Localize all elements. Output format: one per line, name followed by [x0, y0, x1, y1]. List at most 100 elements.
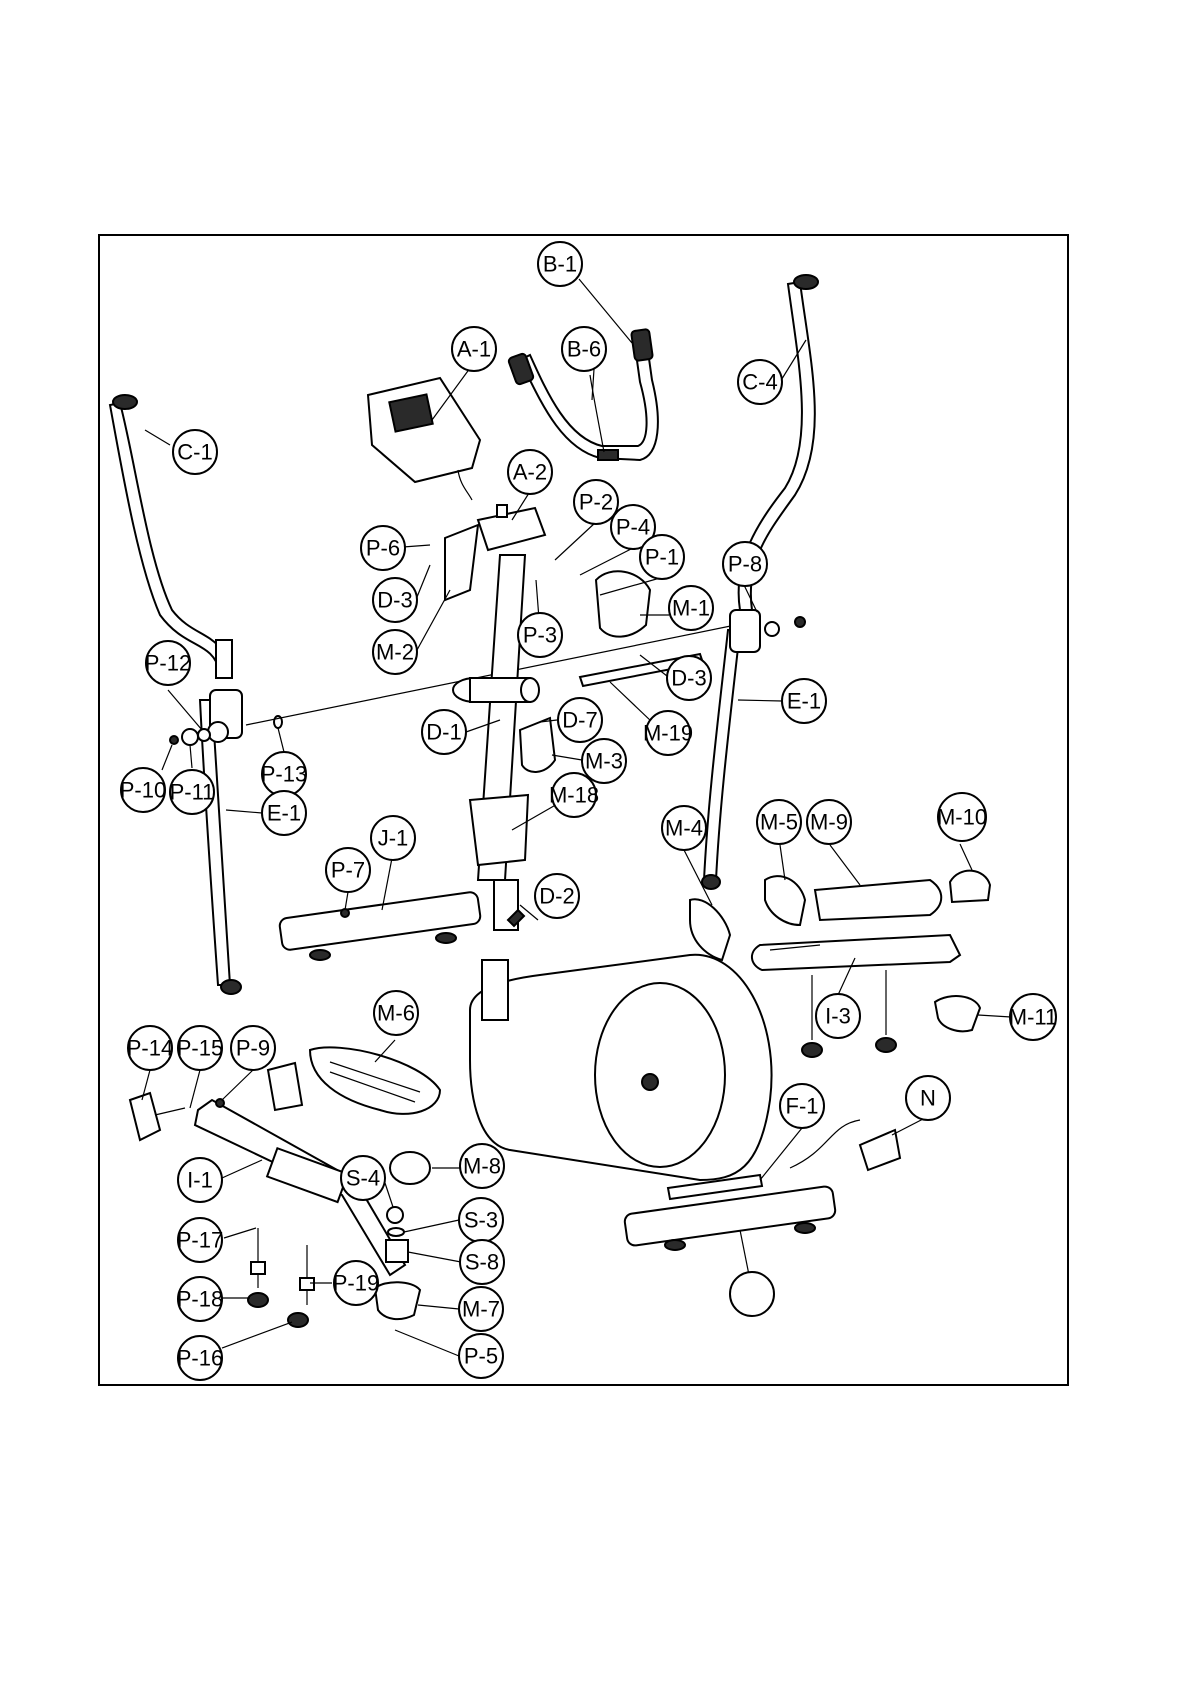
right-bolt [795, 617, 805, 627]
callout-s4: S-4 [341, 1156, 385, 1200]
left-lower-arm-foot [221, 980, 241, 994]
stabilizer-foot-left [310, 950, 330, 960]
label-d7: D-7 [562, 708, 597, 733]
callout-blank [730, 1272, 774, 1316]
label-p8: P-8 [728, 552, 762, 577]
callout-p1: P-1 [640, 535, 684, 579]
pedal-arm-i3 [752, 935, 960, 970]
label-m9: M-9 [810, 810, 848, 835]
leader-m7 [418, 1305, 459, 1309]
callout-s8: S-8 [460, 1240, 504, 1284]
label-p2: P-2 [579, 490, 613, 515]
label-m7: M-7 [462, 1297, 500, 1322]
callout-e1b: E-1 [782, 679, 826, 723]
callout-b6: B-6 [562, 327, 606, 371]
foot-right-1 [802, 1043, 822, 1057]
adapter-n [860, 1130, 900, 1170]
cover-m2 [445, 525, 478, 600]
label-m11: M-11 [1009, 1005, 1058, 1030]
callout-p7: P-7 [326, 848, 370, 892]
label-m10: M-10 [937, 805, 987, 830]
label-c4: C-4 [742, 370, 777, 395]
label-p14: P-14 [127, 1036, 173, 1061]
callout-m5: M-5 [757, 800, 801, 844]
callout-p5: P-5 [459, 1334, 503, 1378]
callout-d3b: D-3 [667, 656, 711, 700]
leader-s3 [404, 1220, 459, 1232]
label-c1: C-1 [177, 440, 212, 465]
console-bracket-pin [497, 505, 507, 517]
label-p4: P-4 [616, 515, 650, 540]
label-p9: P-9 [236, 1036, 270, 1061]
callout-p9: P-9 [231, 1026, 275, 1070]
callout-m7: M-7 [459, 1287, 503, 1331]
label-p12: P-12 [145, 651, 191, 676]
label-p5: P-5 [464, 1344, 498, 1369]
label-j1: J-1 [378, 826, 409, 851]
label-i1: I-1 [187, 1168, 213, 1193]
cap-m11 [935, 996, 980, 1031]
handlebar-center [598, 450, 618, 460]
callout-m3: M-3 [582, 739, 626, 783]
callout-p17: P-17 [177, 1218, 223, 1262]
rear-foot-right [795, 1223, 815, 1233]
leader-f1 [760, 1128, 802, 1180]
callout-a2: A-2 [508, 450, 552, 494]
label-e1a: E-1 [267, 801, 301, 826]
foot-right-2 [876, 1038, 896, 1052]
leader-m9 [830, 845, 860, 885]
leader-p16 [222, 1322, 292, 1348]
cap-m10 [950, 871, 990, 902]
end-cap-m7 [375, 1282, 420, 1319]
label-m5: M-5 [760, 810, 798, 835]
label-m1: M-1 [672, 596, 710, 621]
label-d1: D-1 [426, 720, 461, 745]
leader-s8 [408, 1252, 461, 1262]
label-b6: B-6 [567, 337, 601, 362]
label-m2: M-2 [376, 640, 414, 665]
label-p3: P-3 [523, 623, 557, 648]
label-m4: M-4 [665, 816, 703, 841]
bracket-p14 [130, 1093, 160, 1140]
nut-p9 [216, 1099, 224, 1107]
screw-p15 [155, 1108, 185, 1115]
label-p18: P-18 [177, 1287, 223, 1312]
label-i3: I-3 [825, 1004, 851, 1029]
callout-j1: J-1 [371, 816, 415, 860]
callouts: B-1 A-1 B-6 C-4 C-1 A-2 P-2 P-4 P-1 P-8 … [120, 242, 1057, 1380]
label-s3: S-3 [464, 1208, 498, 1233]
label-n: N [920, 1086, 936, 1111]
leader-m2 [417, 590, 450, 650]
label-p11: P-11 [170, 780, 215, 805]
pulse-cable-b6 [590, 375, 604, 452]
leader-p15 [190, 1070, 200, 1108]
right-lower-arm-foot [702, 875, 720, 889]
label-s8: S-8 [465, 1250, 499, 1275]
nut-p19 [300, 1278, 314, 1290]
callout-e1a: E-1 [262, 791, 306, 835]
leader-n [892, 1118, 925, 1135]
cover-m3 [520, 718, 555, 772]
leader-m5 [780, 845, 785, 880]
mast-cross-tube-end [521, 678, 539, 702]
callout-d2: D-2 [535, 874, 579, 918]
washer-p11 [182, 729, 198, 745]
sleeve-m18 [470, 795, 528, 865]
callout-f1: F-1 [780, 1084, 824, 1128]
stabilizer-foot-right [436, 933, 456, 943]
roller-m8 [390, 1152, 430, 1184]
label-p16: P-16 [177, 1346, 223, 1371]
label-a1: A-1 [457, 337, 491, 362]
callout-p18: P-18 [177, 1277, 223, 1321]
cover-m5 [765, 876, 805, 925]
label-p19: P-19 [333, 1271, 379, 1296]
callout-p12: P-12 [145, 641, 191, 685]
callout-m19: M-19 [643, 711, 693, 755]
callout-i1: I-1 [178, 1158, 222, 1202]
leader-m10 [960, 844, 972, 870]
right-upper-arm-cap [794, 275, 818, 289]
callout-c1: C-1 [173, 430, 217, 474]
leader-p11 [190, 745, 192, 768]
callout-d7: D-7 [558, 698, 602, 742]
